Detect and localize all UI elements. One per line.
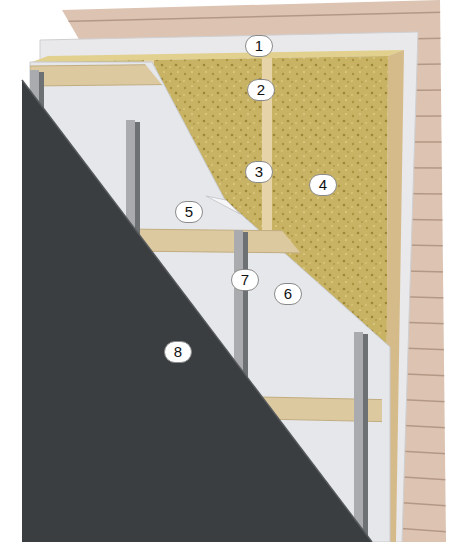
callout-number: 1 [245, 35, 273, 57]
callout-number: 5 [175, 201, 203, 223]
callout-number: 8 [164, 341, 192, 363]
callout-number: 6 [274, 283, 302, 305]
callout-number: 3 [245, 161, 273, 183]
callout-number: 7 [231, 269, 259, 291]
callout-number: 4 [309, 174, 337, 196]
callout-number: 2 [247, 79, 275, 101]
